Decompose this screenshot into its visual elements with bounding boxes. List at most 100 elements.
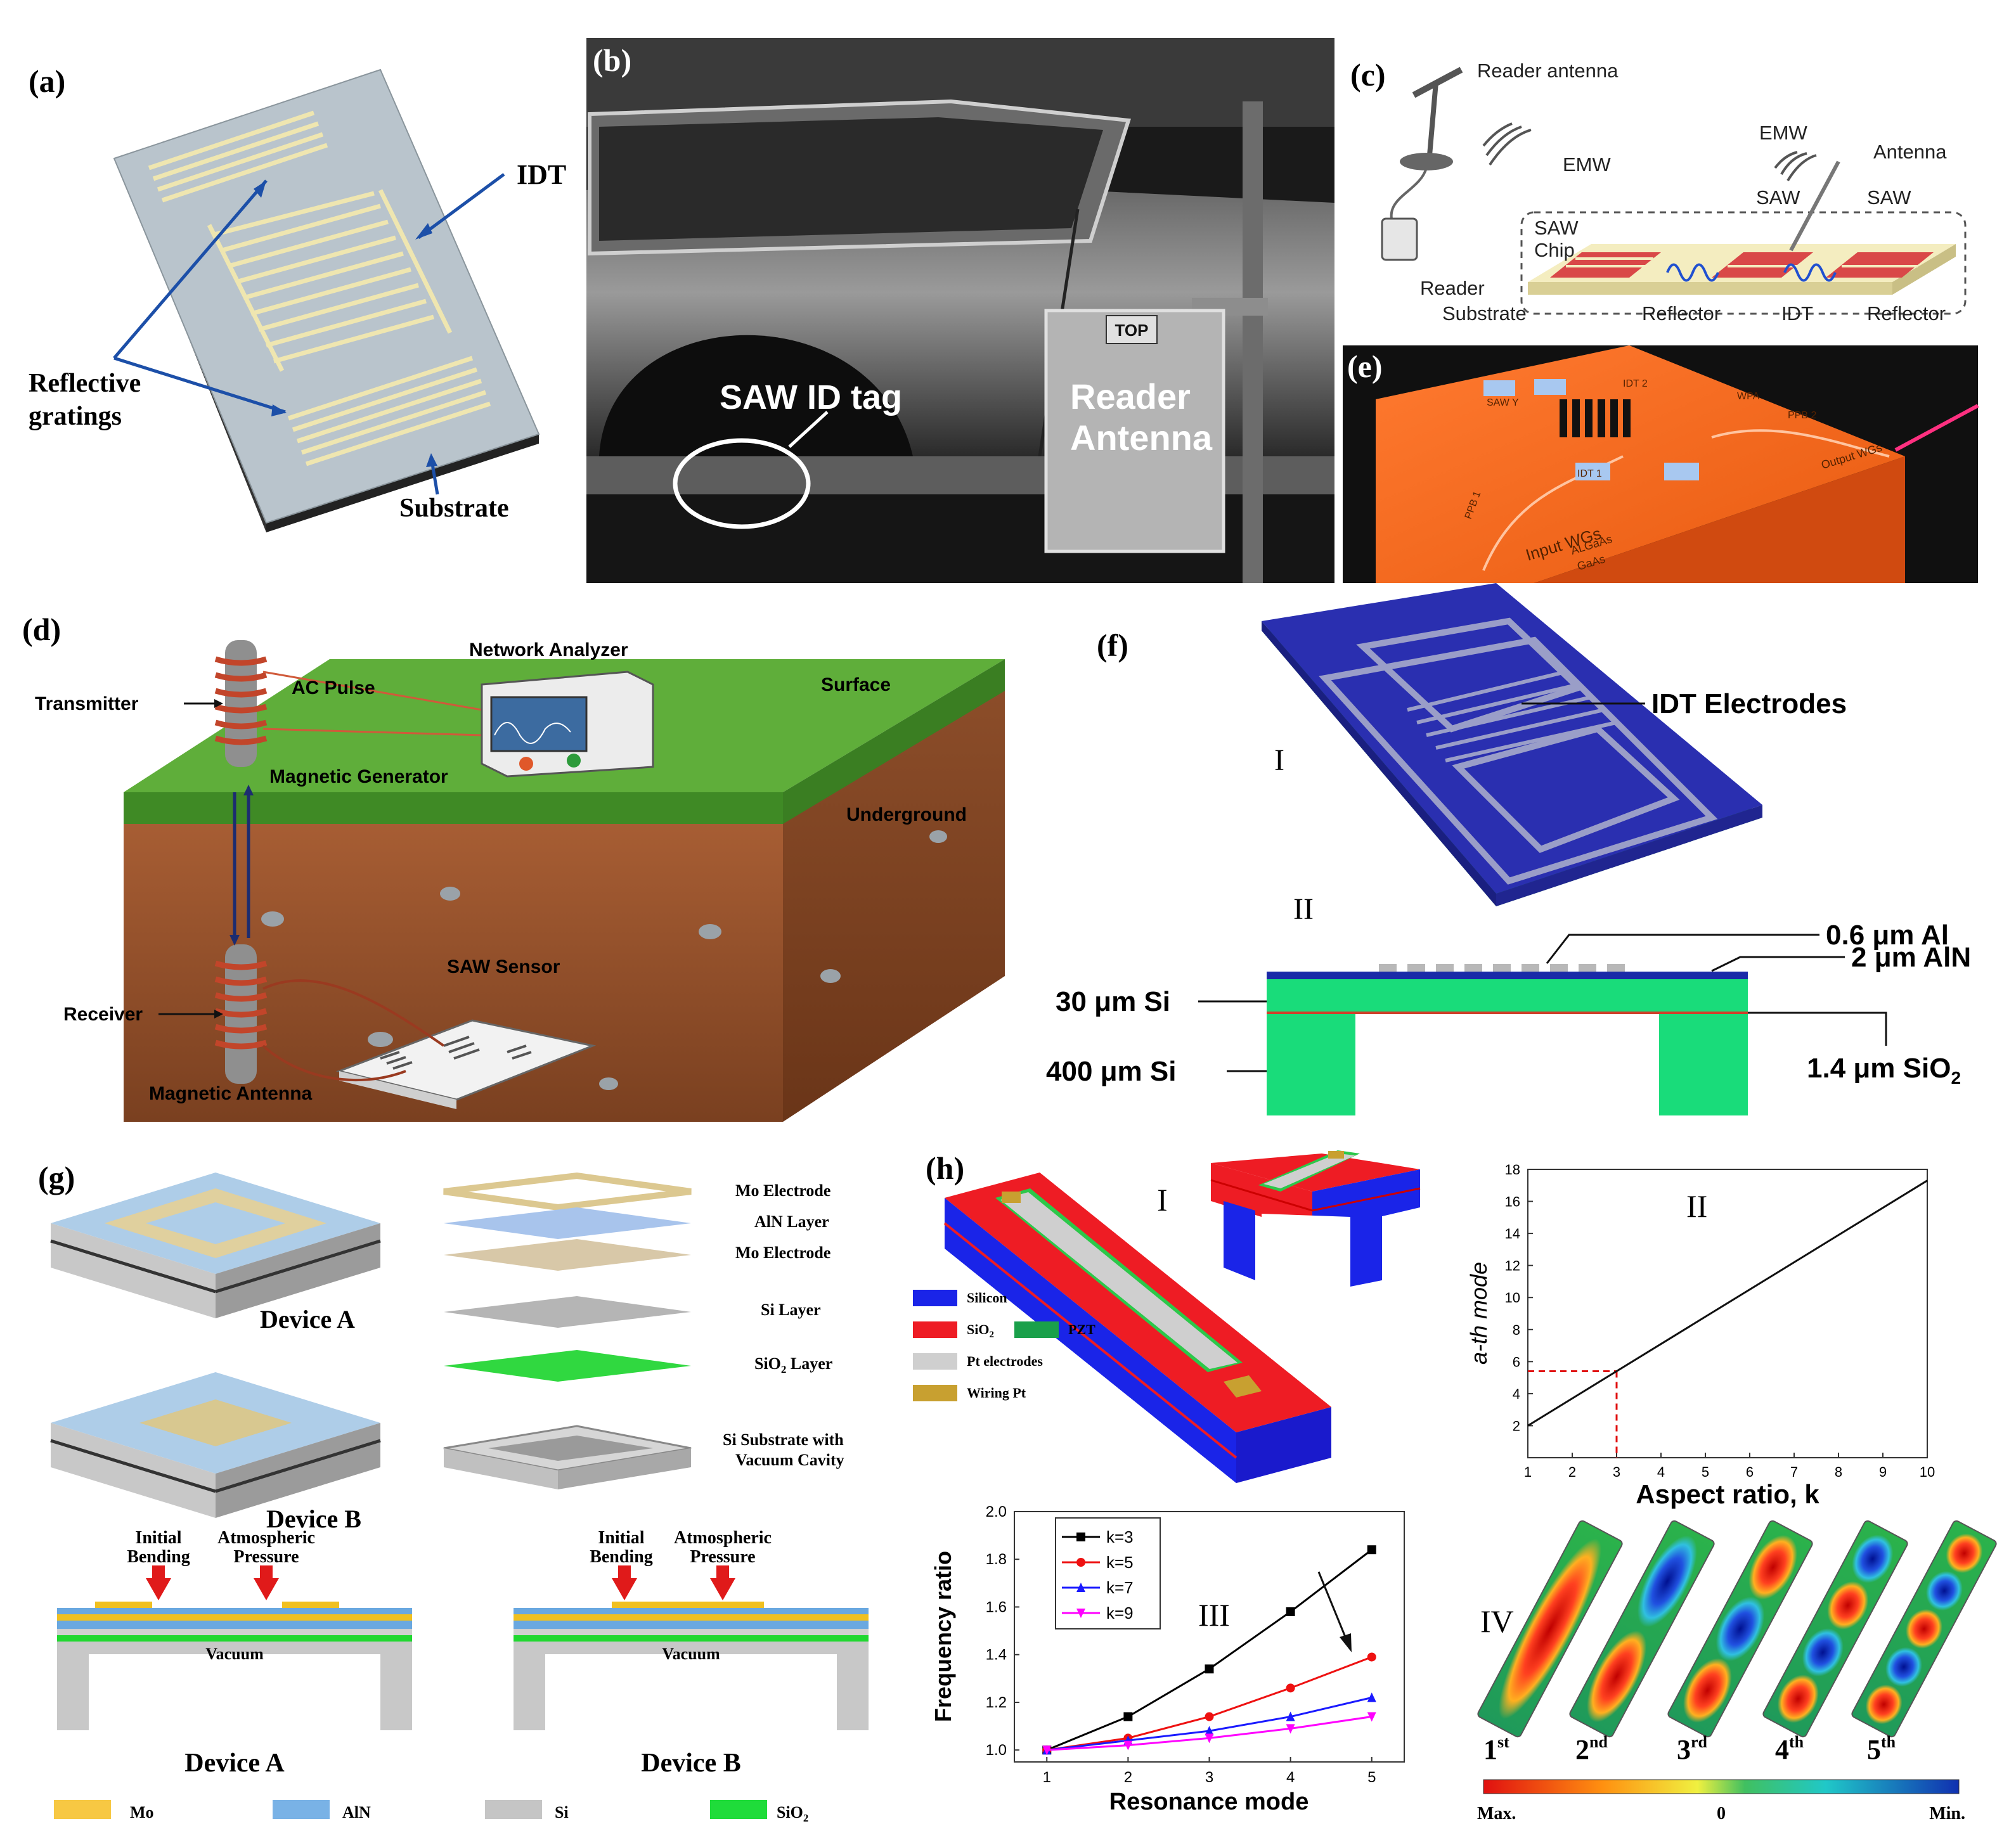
substrate-plate — [113, 68, 540, 524]
device-a-cross-section — [57, 1565, 412, 1730]
substrate-label: Substrate — [399, 494, 509, 523]
initial-bending-label-b-1: Initial — [598, 1528, 644, 1548]
mode-shape-3 — [1667, 1520, 1813, 1738]
chart-ii-ytick-label: 8 — [1513, 1322, 1520, 1338]
chart-iii-xtick-label: 4 — [1286, 1769, 1295, 1786]
idt-label: IDT — [517, 159, 566, 190]
chart-iii-series — [1042, 1545, 1376, 1756]
chart-ii-ytick-label: 14 — [1505, 1226, 1520, 1242]
reader-antenna-box — [1044, 309, 1225, 553]
grating-lines — [1566, 257, 1918, 267]
panel-h-roman-2: II — [1686, 1188, 1707, 1224]
initial-bending-label-b-2: Bending — [590, 1547, 653, 1567]
chart-ii-series — [1527, 1179, 1928, 1427]
sio2-layer-label: SiO2 Layer — [754, 1354, 832, 1375]
grass-front-edge — [124, 792, 783, 824]
sio2-label: 1.4 μm SiO2 — [1807, 1053, 1961, 1088]
mode-label-3: 3rd — [1677, 1733, 1708, 1765]
legend-h-pzt-swatch — [1014, 1321, 1059, 1338]
legend-label-aln: AlN — [342, 1803, 371, 1822]
device-b-label-bottom: Device B — [641, 1749, 740, 1778]
legend-label-mo: Mo — [130, 1803, 154, 1822]
chart-ii-ytick-label: 6 — [1513, 1354, 1520, 1370]
receiver-label: Receiver — [63, 1004, 143, 1025]
saw-label-right: SAW — [1867, 186, 1911, 209]
legend-h-pt: Pt electrodes — [967, 1353, 1043, 1369]
chart-ii-ytick-label: 18 — [1505, 1162, 1520, 1178]
panel-g: (g) Device A Device B — [38, 1160, 869, 1824]
chart-iii-xtick-label: 1 — [1043, 1769, 1051, 1786]
panel-h-letter: (h) — [926, 1150, 964, 1186]
panel-e: (e) Input WGs ALGaAs GaAs Output WGs SAW… — [1343, 345, 1979, 583]
device-b-3d — [50, 1372, 381, 1518]
legend-h-silicon-swatch — [913, 1290, 957, 1306]
chart-ii-xtick-label: 2 — [1568, 1464, 1576, 1480]
aln-layer-label: AlN Layer — [754, 1212, 829, 1231]
pad-1 — [1483, 380, 1515, 396]
device-a-label-top: Device A — [260, 1305, 355, 1334]
atmospheric-label-b-1: Atmospheric — [674, 1528, 772, 1548]
panel-f-letter: (f) — [1097, 627, 1128, 663]
pad-2 — [1534, 379, 1566, 395]
device-b-cross-section — [514, 1565, 869, 1730]
vacuum-label-a: Vacuum — [205, 1645, 264, 1663]
network-analyzer-label: Network Analyzer — [469, 639, 628, 660]
scale-max-label: Max. — [1477, 1804, 1516, 1823]
f-30um-si — [1267, 979, 1748, 1012]
panel-b: TOP (b) SAW ID tag Reader Antenna — [586, 38, 1334, 583]
top-label: TOP — [1115, 321, 1149, 340]
saw-tag-highlight — [673, 438, 811, 529]
chart-iii-legend-label: k=5 — [1106, 1553, 1134, 1572]
legend-h-silicon: Silicon — [967, 1290, 1007, 1306]
initial-bending-label-a-1: Initial — [135, 1528, 181, 1548]
f-electrode-pattern — [1319, 617, 1718, 885]
emw-waves-left — [1482, 122, 1532, 166]
receiver-arrowhead — [214, 1010, 223, 1019]
legend-h-wiring: Wiring Pt — [967, 1385, 1026, 1401]
f-leaders — [1198, 934, 1887, 1072]
f-400um-left — [1267, 1014, 1355, 1115]
chart-iii-xlabel: Resonance mode — [1109, 1789, 1309, 1815]
output-waveguides — [1711, 429, 1890, 458]
chart-ii-xtick-label: 7 — [1790, 1464, 1798, 1480]
magnetic-antenna-label: Magnetic Antenna — [149, 1083, 313, 1104]
chart-ii-xtick-label: 6 — [1746, 1464, 1754, 1480]
idt-fingers — [1560, 399, 1631, 437]
vacuum-label-b: Vacuum — [662, 1645, 720, 1663]
chart-iii-point — [1205, 1726, 1214, 1736]
reflector-label-left: Reflector — [1642, 302, 1721, 325]
fiber-bundle — [1894, 404, 1979, 452]
panel-f-roman-1: I — [1274, 743, 1284, 777]
panel-d-letter: (d) — [22, 612, 61, 647]
chart-iii-point — [1286, 1724, 1295, 1734]
top-badge — [1106, 315, 1158, 344]
beam-long — [943, 1173, 1331, 1483]
trend-arrow-line — [1317, 1571, 1348, 1642]
saw-tag-label: SAW ID tag — [720, 378, 902, 416]
pad-3 — [1575, 463, 1610, 480]
car-window — [599, 117, 1103, 241]
chart-iii-ytick-label: 1.6 — [986, 1598, 1007, 1616]
beam-short — [1210, 1150, 1421, 1287]
mode-shape-5 — [1851, 1520, 1997, 1738]
atmospheric-label-b-2: Pressure — [690, 1547, 755, 1567]
reader-device — [1381, 217, 1418, 261]
f-400um-right — [1659, 1014, 1748, 1115]
panel-c: (c) Reader antenna EMW EMW — [1350, 57, 1967, 325]
transmitter-arrowhead — [214, 699, 223, 708]
device-a-label-bottom: Device A — [184, 1749, 285, 1778]
reflective-label-2: gratings — [29, 402, 122, 431]
chart-ii-line — [1527, 1179, 1928, 1427]
chart-iii-ylabel: Frequency ratio — [930, 1551, 956, 1722]
chart-iii-legend: k=3k=5k=7k=9 — [1055, 1517, 1161, 1629]
reflector-label-right: Reflector — [1867, 302, 1946, 325]
reader-label: Reader — [1420, 277, 1485, 299]
mode-label-4: 4th — [1775, 1733, 1804, 1765]
legend-swatch-aln — [273, 1800, 330, 1819]
panel-f: (f) I II IDT Electrodes 0.6 μm Al 2 μm A… — [1046, 583, 1971, 1115]
mode-label-1: 1st — [1483, 1733, 1509, 1765]
saw-wave-left — [1666, 263, 1719, 282]
al-label: 0.6 μm Al — [1826, 920, 1949, 951]
